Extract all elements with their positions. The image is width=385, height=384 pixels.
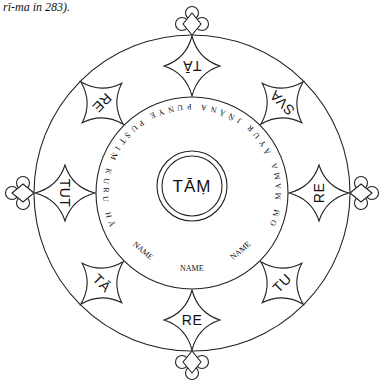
mantra-letter: Ā bbox=[263, 147, 273, 156]
mantra-letter: Ṃ bbox=[272, 208, 281, 217]
mantra-letter: Ṭ bbox=[117, 137, 126, 146]
lotus-ornament bbox=[6, 177, 35, 210]
mantra-letter: A bbox=[274, 183, 282, 189]
mantra-letter: E bbox=[149, 111, 157, 120]
mantra-letter: Ṣ bbox=[123, 130, 132, 139]
mantra-letter: U bbox=[252, 130, 262, 140]
mantra-letter: Ṃ bbox=[108, 151, 118, 161]
mantra-letter: A bbox=[200, 102, 207, 111]
center-inner-circle bbox=[162, 156, 222, 216]
mantra-letter: P bbox=[137, 118, 145, 127]
mantra-letter: Ā bbox=[219, 107, 227, 117]
petal-outline bbox=[289, 165, 349, 221]
lotus-ornament bbox=[350, 177, 379, 210]
mantra-letter: Y bbox=[157, 107, 165, 117]
mantra-letter: Ñ bbox=[228, 111, 237, 121]
name-slot: NAME bbox=[180, 265, 204, 273]
petal-syllable: RE bbox=[182, 313, 202, 327]
petal-outline bbox=[35, 165, 95, 221]
mantra-letter: K bbox=[103, 167, 112, 175]
mantra-letter: U bbox=[101, 177, 110, 184]
mantra-letter: M bbox=[275, 193, 283, 200]
mantra-letter: M bbox=[273, 171, 282, 180]
mantra-letter: J bbox=[236, 116, 243, 124]
mantra-letter: Ṇ bbox=[167, 104, 175, 113]
mantra-letter: A bbox=[270, 162, 279, 170]
mantra-letter: I bbox=[113, 145, 121, 151]
mantra-letter bbox=[195, 102, 197, 110]
mantra-letter: H bbox=[103, 211, 112, 219]
petal-syllable: TUT bbox=[58, 179, 72, 208]
caption-fragment: rī-ma in 283). bbox=[3, 1, 70, 14]
mantra-letter: N bbox=[210, 104, 218, 113]
mantra-letter: R bbox=[246, 124, 255, 134]
mantra-letter: U bbox=[129, 124, 139, 134]
mantra-letter bbox=[274, 203, 282, 206]
outer-circle bbox=[34, 35, 350, 351]
mantra-letter: Y bbox=[258, 138, 268, 147]
mantra-letter: U bbox=[101, 196, 109, 202]
petal-node: RE bbox=[163, 289, 221, 351]
petal-syllable: RE bbox=[312, 183, 326, 203]
mantra-letter: Ā bbox=[106, 220, 116, 228]
mantra-letter bbox=[106, 161, 114, 166]
mantra-letter bbox=[268, 156, 276, 161]
mantra-letter: U bbox=[177, 102, 184, 111]
lotus-ornament bbox=[176, 351, 209, 380]
mantra-letter: R bbox=[101, 187, 109, 193]
mantra-letter bbox=[102, 205, 110, 208]
center-outer-circle bbox=[157, 151, 227, 221]
ring-circle bbox=[96, 97, 288, 289]
petal-outline bbox=[164, 36, 220, 96]
petal-node: TĀ bbox=[163, 35, 221, 97]
seed-syllable: TĀṂ bbox=[173, 178, 212, 195]
mantra-letter: O bbox=[269, 219, 278, 227]
petal-syllable: TĀ bbox=[183, 59, 202, 73]
petal-node: RE bbox=[288, 164, 350, 222]
mantra-letter bbox=[143, 115, 149, 123]
petal-node: TUT bbox=[34, 164, 96, 222]
mantra-letter: P bbox=[187, 102, 192, 110]
ring-node: OṂ MAMA ĀYUR JÑĀNA PUṆYE PUṢṬIṂ KURU HĀN… bbox=[92, 93, 292, 293]
lotus-ornament bbox=[176, 7, 209, 36]
center-node: TĀṂ bbox=[156, 150, 228, 222]
petal-outline bbox=[164, 290, 220, 350]
